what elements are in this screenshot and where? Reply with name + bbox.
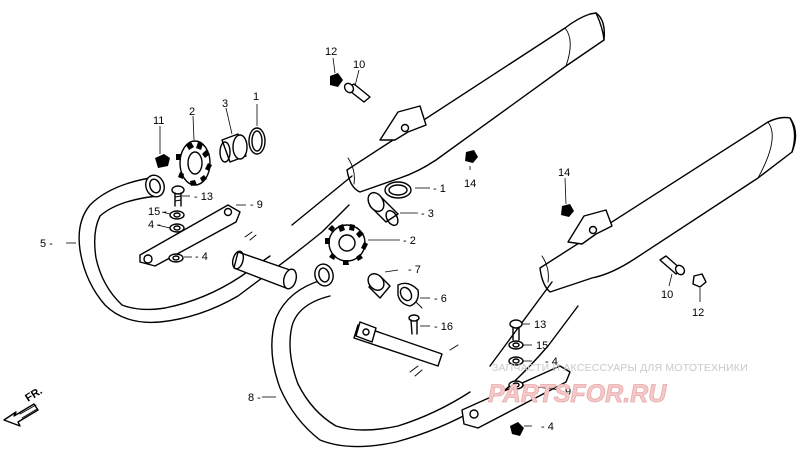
watermark: ЗАПЧАСТИ И АКСЕССУАРЫ ДЛЯ МОТОТЕХНИКИ PA…	[488, 362, 748, 408]
label-9-lower: 9	[565, 386, 571, 398]
label-14-upper: 14	[464, 178, 476, 190]
upper-collar	[219, 133, 248, 163]
upper-rear-fasteners	[330, 73, 478, 163]
lower-clamp-bolt	[408, 314, 420, 335]
label-11: 11	[153, 115, 164, 127]
lower-seal-ring	[367, 273, 391, 299]
upper-mount-bolt	[171, 185, 185, 207]
label-8: 8 -	[248, 392, 261, 404]
lower-collar	[367, 191, 399, 227]
lower-clamp	[397, 282, 423, 309]
front-marker-label: FR.	[23, 385, 44, 405]
upper-gasket-ring	[248, 127, 266, 155]
leader-lines	[66, 57, 701, 427]
watermark-logo: PARTSFOR.RU	[488, 380, 667, 408]
lower-rear-fasteners	[561, 204, 707, 288]
label-14-lower: 14	[558, 167, 570, 179]
crossover-pipe	[353, 321, 443, 367]
label-10-lower: 10	[661, 289, 673, 301]
label-5: 5 -	[40, 238, 53, 250]
upper-cap-nut	[155, 154, 170, 168]
label-2-upper: 2	[189, 106, 195, 118]
label-13-lower: 13	[534, 319, 546, 331]
label-9-upper: - 9	[250, 199, 263, 211]
lower-bracket	[461, 365, 571, 429]
label-4-upper-a: 4 -	[148, 219, 161, 231]
upper-exhaust-pipe	[78, 174, 353, 324]
label-1-lower: - 1	[433, 183, 446, 195]
label-2-lower: - 2	[403, 235, 416, 247]
label-3-upper: 3	[222, 98, 228, 110]
upper-washers	[168, 210, 185, 263]
label-7: - 7	[408, 264, 421, 276]
label-4-lower-b: - 4	[541, 421, 554, 433]
label-15-upper: 15 -	[148, 206, 167, 218]
label-1-upper: 1	[253, 91, 259, 103]
upper-bracket	[139, 204, 241, 267]
lower-flange-nut	[325, 224, 368, 265]
label-6: - 6	[434, 293, 447, 305]
label-16: - 16	[434, 321, 453, 333]
watermark-caption: ЗАПЧАСТИ И АКСЕССУАРЫ ДЛЯ МОТОТЕХНИКИ	[492, 362, 748, 374]
label-4-upper-b: - 4	[195, 251, 208, 263]
label-12-upper: 12	[325, 46, 337, 58]
label-4-lower-a: - 4	[545, 356, 558, 368]
upper-flange-nut	[176, 140, 212, 186]
label-10-upper: 10	[353, 59, 365, 71]
label-3-lower: - 3	[421, 208, 434, 220]
callout-labels: 1 3 2 11 12 10 - 13 15 - 4 - - 9 - 4 5 -…	[40, 46, 704, 433]
label-15-lower: 15	[536, 340, 548, 352]
upper-muffler	[346, 12, 606, 193]
front-direction-marker: FR.	[3, 385, 45, 427]
label-13-upper: - 13	[194, 191, 213, 203]
lower-gasket-ring	[384, 181, 412, 199]
label-12-lower: 12	[692, 307, 704, 319]
